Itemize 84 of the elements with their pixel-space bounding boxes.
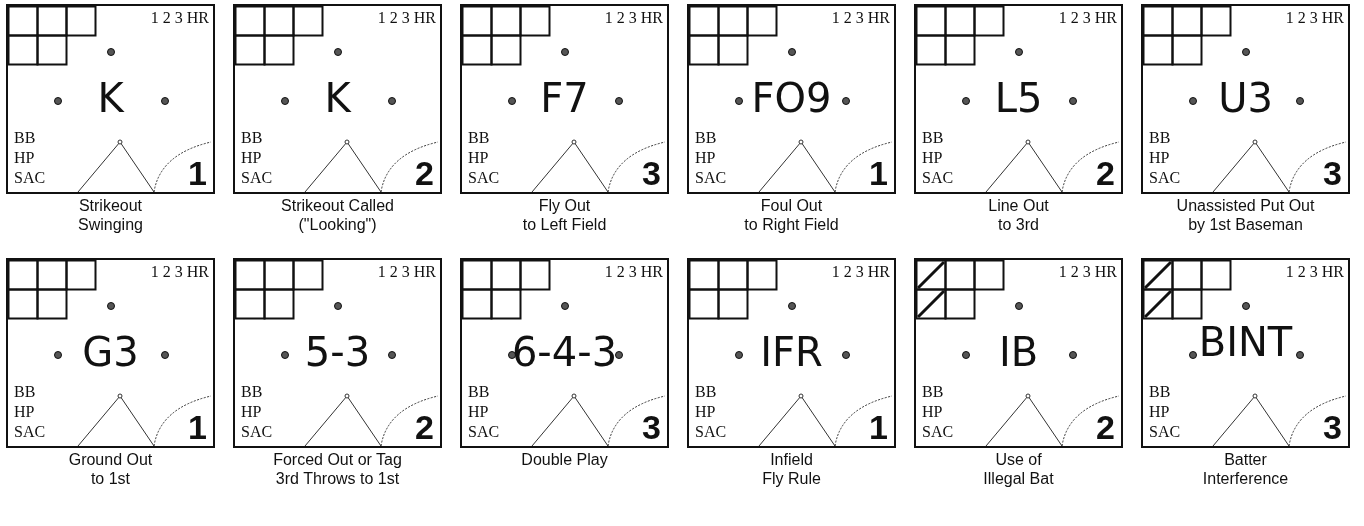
node-label: Batter Interference [1201, 450, 1290, 488]
out-number: 1 [188, 410, 207, 444]
out-number: 2 [1096, 410, 1115, 444]
inning-labels: 1 2 3 HR [1285, 10, 1344, 26]
side-label: BB [695, 130, 717, 146]
inning-labels: 1 2 3 HR [1285, 264, 1344, 280]
node-label: Infield Fly Rule [761, 450, 822, 488]
side-label: HP [241, 150, 262, 166]
inning-labels: 1 2 3 HR [831, 10, 890, 26]
side-label: SAC [922, 170, 954, 186]
side-label: BB [922, 130, 944, 146]
scoring-notation: IFR [759, 332, 824, 372]
node-label: Ground Out to 1st [67, 450, 154, 488]
scoring-notation: 5-3 [303, 332, 372, 372]
side-label: SAC [241, 424, 273, 440]
side-label: HP [468, 150, 489, 166]
node-label: Double Play [520, 450, 609, 469]
out-number: 3 [1323, 156, 1342, 190]
side-label: SAC [14, 424, 46, 440]
node-label: Forced Out or Tag 3rd Throws to 1st [272, 450, 403, 488]
side-label: SAC [695, 170, 727, 186]
side-label: BB [241, 384, 263, 400]
side-label: SAC [1149, 170, 1181, 186]
side-label: SAC [14, 170, 46, 186]
inning-labels: 1 2 3 HR [377, 10, 436, 26]
side-label: BB [14, 130, 36, 146]
node-label: Use of Illegal Bat [982, 450, 1055, 488]
inning-labels: 1 2 3 HR [604, 10, 663, 26]
side-label: SAC [241, 170, 273, 186]
out-number: 2 [415, 156, 434, 190]
node-label: Foul Out to Right Field [743, 196, 840, 234]
scoring-notation: F7 [539, 78, 590, 118]
out-number: 2 [415, 410, 434, 444]
scoring-notation: BINT [1197, 322, 1294, 362]
scoring-notation: G3 [81, 332, 140, 372]
side-label: BB [468, 384, 490, 400]
side-label: HP [1149, 150, 1170, 166]
side-label: SAC [1149, 424, 1181, 440]
node-label: Strikeout Called ("Looking") [280, 196, 395, 234]
side-label: HP [468, 404, 489, 420]
out-number: 1 [869, 156, 888, 190]
out-number: 3 [1323, 410, 1342, 444]
scoring-notation: FO9 [750, 78, 833, 118]
side-label: SAC [468, 424, 500, 440]
side-label: BB [241, 130, 263, 146]
side-label: HP [695, 404, 716, 420]
side-label: HP [1149, 404, 1170, 420]
inning-labels: 1 2 3 HR [1058, 10, 1117, 26]
inning-labels: 1 2 3 HR [150, 264, 209, 280]
side-label: HP [14, 150, 35, 166]
side-label: BB [1149, 130, 1171, 146]
inning-labels: 1 2 3 HR [150, 10, 209, 26]
out-number: 1 [188, 156, 207, 190]
side-label: BB [14, 384, 36, 400]
side-label: SAC [695, 424, 727, 440]
out-number: 3 [642, 410, 661, 444]
side-label: HP [241, 404, 262, 420]
side-label: SAC [922, 424, 954, 440]
side-label: BB [468, 130, 490, 146]
side-label: HP [14, 404, 35, 420]
node-label: Line Out to 3rd [987, 196, 1050, 234]
side-label: BB [1149, 384, 1171, 400]
inning-labels: 1 2 3 HR [377, 264, 436, 280]
node-label: Fly Out to Left Field [521, 196, 608, 234]
node-label: Strikeout Swinging [77, 196, 144, 234]
scoring-notation: 6-4-3 [510, 332, 619, 372]
side-label: HP [922, 150, 943, 166]
out-number: 3 [642, 156, 661, 190]
scoring-notation: U3 [1217, 78, 1274, 118]
side-label: BB [695, 384, 717, 400]
side-label: BB [922, 384, 944, 400]
scoring-notation: L5 [993, 78, 1044, 118]
out-number: 1 [869, 410, 888, 444]
side-label: HP [922, 404, 943, 420]
scoring-notation: K [323, 78, 353, 118]
scoring-notation: K [96, 78, 126, 118]
side-label: HP [695, 150, 716, 166]
inning-labels: 1 2 3 HR [831, 264, 890, 280]
scoring-notation: IB [997, 332, 1040, 372]
inning-labels: 1 2 3 HR [1058, 264, 1117, 280]
node-label: Unassisted Put Out by 1st Baseman [1175, 196, 1316, 234]
inning-labels: 1 2 3 HR [604, 264, 663, 280]
out-number: 2 [1096, 156, 1115, 190]
side-label: SAC [468, 170, 500, 186]
